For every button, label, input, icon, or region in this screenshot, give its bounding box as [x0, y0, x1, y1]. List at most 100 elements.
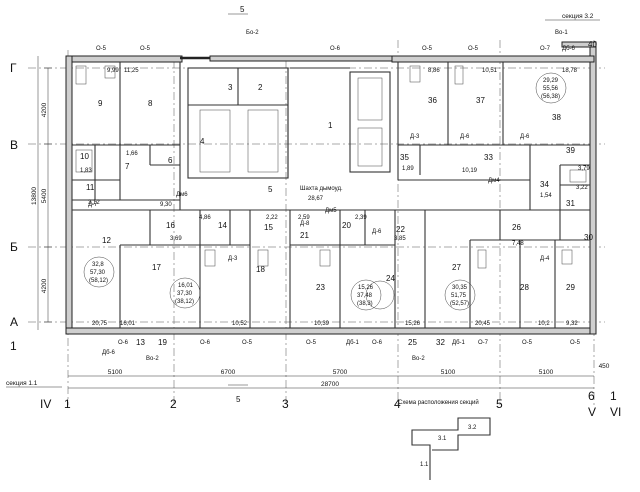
dim-left-1: 4200 — [41, 102, 48, 117]
area-b4: 10,39 — [314, 321, 330, 327]
room-38: 38 — [552, 113, 561, 122]
area-apt24-2: 37,48 — [357, 293, 373, 299]
balcony-label: Во-2 — [412, 356, 425, 362]
area-b3: 10,52 — [232, 321, 248, 327]
area-apt27-2: 51,75 — [451, 293, 467, 299]
axis-col-3: 3 — [282, 397, 289, 411]
shaft-area: 28,67 — [308, 196, 324, 202]
area-39: 3,79 — [578, 166, 590, 172]
area-14: 4,86 — [199, 215, 211, 221]
door-label: Дб-6 — [562, 46, 575, 52]
dim-bottom-6: 450 — [599, 363, 610, 370]
area-8: 11,25 — [124, 68, 139, 74]
apartment-area-circle-27 — [444, 279, 476, 311]
area-9: 9,99 — [107, 68, 119, 74]
door-label: Д-6 — [520, 134, 530, 140]
area-lobby: 9,30 — [160, 202, 172, 208]
area-tr-1: 29,29 — [543, 78, 559, 84]
area-apt27-1: 30,35 — [452, 285, 468, 291]
area-34: 1,54 — [540, 193, 552, 199]
section-label-3-2: секция 3.2 — [562, 13, 594, 20]
door-label: Д-6 — [460, 134, 470, 140]
area-16: 3,69 — [170, 236, 182, 242]
window-label: О-5 — [468, 46, 479, 52]
door-label: Дм4 — [488, 178, 500, 184]
area-35: 1,89 — [402, 166, 414, 172]
door-label: Д-3 — [228, 256, 238, 262]
section-labels: секция 3.2 секция 1.1 — [6, 13, 600, 388]
door-label: Дм5 — [325, 208, 337, 214]
window-label: О-7 — [478, 340, 489, 346]
room-numbers: 1 2 3 4 5 6 7 8 9 10 11 12 13 14 15 16 1… — [80, 40, 597, 347]
room-17: 17 — [152, 263, 161, 272]
area-10: 1,66 — [126, 151, 138, 157]
door-label: Д-8 — [300, 221, 310, 227]
door-label: Дб-1 — [346, 340, 359, 346]
partitions — [72, 62, 590, 328]
axis-row-1: 1 — [10, 339, 17, 353]
area-36: 8,86 — [428, 68, 440, 74]
dim-left-3: 4200 — [41, 278, 48, 293]
door-label: Д-3 — [410, 134, 420, 140]
area-apt12-2: 57,30 — [90, 270, 106, 276]
door-labels: О-5 О-5 О-6 О-5 О-5 О-7 Дб-6 Дб-6 О-6 О-… — [88, 30, 581, 362]
axis-labels: Г В Б А 1 1 2 3 4 5 6 IV V VI 1 5 5 — [10, 5, 621, 419]
area-tr-3: (56,38) — [541, 94, 560, 100]
room-12: 12 — [102, 236, 111, 245]
room-3: 3 — [228, 83, 233, 92]
area-b2: 16,01 — [120, 321, 136, 327]
area-239: 2,39 — [355, 215, 367, 221]
room-6: 6 — [168, 156, 173, 165]
area-31: 3,22 — [576, 185, 588, 191]
area-apt17-2: 37,30 — [177, 291, 193, 297]
exterior-walls — [65, 41, 597, 335]
apartment-area-circle-17 — [169, 277, 201, 309]
door-label: Д-4 — [540, 256, 550, 262]
window-label: О-6 — [200, 340, 211, 346]
shaft-label: Шахта дымоуд. — [300, 186, 343, 192]
axis-col-iv: IV — [40, 397, 51, 411]
room-37: 37 — [476, 96, 485, 105]
area-apt12-1: 32,8 — [92, 262, 104, 268]
axis-row-v: В — [10, 138, 18, 152]
window-label: О-5 — [242, 340, 253, 346]
room-areas: 9,99 11,25 8,86 10,51 18,78 29,29 55,56 … — [80, 68, 590, 327]
room-35: 35 — [400, 153, 409, 162]
dim-left-2: 5400 — [41, 188, 48, 203]
shaft: Шахта дымоуд. 28,67 — [300, 186, 343, 202]
window-label: О-7 — [540, 46, 551, 52]
dim-total: 28700 — [321, 381, 339, 388]
dim-bottom-3: 5700 — [333, 369, 348, 376]
area-tr-2: 55,56 — [543, 86, 559, 92]
legend-section-3-1: 3.1 — [438, 436, 447, 442]
area-259: 2,59 — [298, 215, 310, 221]
axis-col-4: 4 — [394, 397, 401, 411]
window-label: О-5 — [306, 340, 317, 346]
area-b1: 20,75 — [92, 321, 108, 327]
room-11: 11 — [86, 183, 95, 192]
window-label: О-6 — [118, 340, 129, 346]
room-25: 25 — [408, 338, 417, 347]
room-13: 13 — [136, 338, 145, 347]
room-7: 7 — [125, 162, 130, 171]
door-label: Дм6 — [176, 192, 188, 198]
dim-bottom-1: 5100 — [108, 369, 123, 376]
room-9: 9 — [98, 99, 103, 108]
window-label: О-5 — [570, 340, 581, 346]
room-29: 29 — [566, 283, 575, 292]
room-14: 14 — [218, 221, 227, 230]
bottom-dimensions: 5100 6700 5700 5100 5100 450 28700 — [68, 363, 610, 389]
axis-col-1: 1 — [64, 397, 71, 411]
door-label: Д-7 — [88, 202, 98, 208]
area-b8: 9,32 — [566, 321, 578, 327]
section-scheme-legend: Схема расположения секций 3.1 3.2 1.1 — [398, 399, 491, 480]
window-label: О-5 — [140, 46, 151, 52]
room-16: 16 — [166, 221, 175, 230]
dim-bottom-2: 6700 — [221, 369, 236, 376]
area-385: 3,85 — [394, 236, 406, 242]
room-22: 22 — [396, 225, 405, 234]
area-b7: 10,2 — [538, 321, 550, 327]
area-10b: 1,83 — [80, 168, 92, 174]
room-31: 31 — [566, 199, 575, 208]
